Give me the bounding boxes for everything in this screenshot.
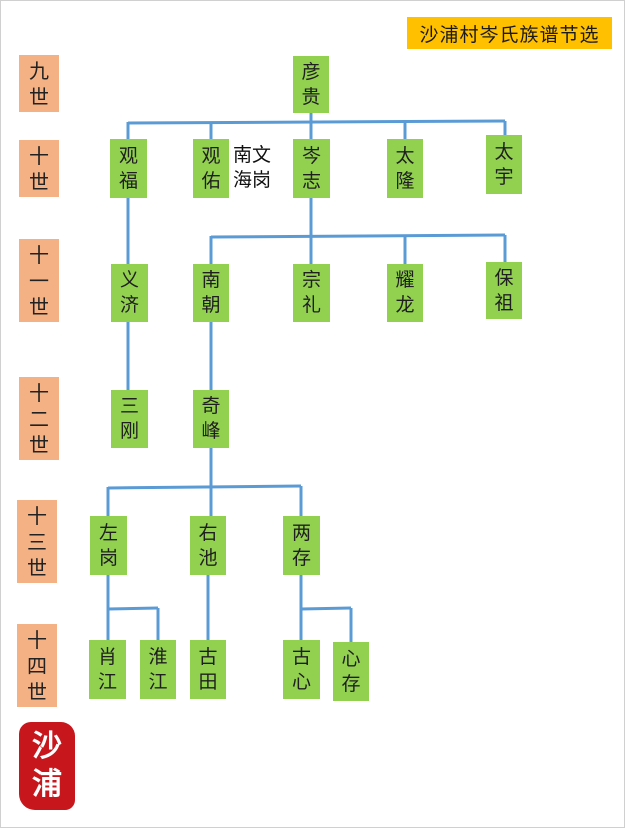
generation-label-11: 十一世 <box>19 239 59 322</box>
person-sangang: 三刚 <box>111 390 148 448</box>
person-xiaojiang: 肖江 <box>89 640 126 699</box>
annotation-nanhai-wengang: 南文海岗 <box>233 144 272 191</box>
generation-label-14: 十四世 <box>17 624 57 707</box>
person-yangui: 彦贵 <box>293 56 329 113</box>
person-baozu: 保祖 <box>486 262 522 319</box>
person-yiji: 义济 <box>111 264 148 322</box>
person-yaolong: 耀龙 <box>387 264 423 322</box>
person-huaijiang: 淮江 <box>140 640 176 699</box>
person-liangcun: 两存 <box>283 516 320 575</box>
person-tailong: 太隆 <box>387 139 423 198</box>
generation-label-10: 十世 <box>19 140 59 197</box>
person-guxin: 古心 <box>283 640 320 699</box>
person-guanfu: 观福 <box>110 139 147 198</box>
page-title: 沙浦村岑氏族谱节选 <box>407 17 612 49</box>
person-cenzhi: 岑志 <box>293 139 330 198</box>
person-gutian: 古田 <box>190 640 226 699</box>
seal-stamp: 沙浦 <box>19 722 75 810</box>
person-youchi: 右池 <box>190 516 226 575</box>
generation-label-9: 九世 <box>19 55 59 112</box>
person-qifeng: 奇峰 <box>193 390 229 448</box>
person-guanyou: 观佑 <box>193 139 229 198</box>
person-nanchao: 南朝 <box>193 264 229 322</box>
generation-label-12: 十二世 <box>19 377 59 460</box>
person-zuogang: 左岗 <box>90 516 127 575</box>
generation-label-13: 十三世 <box>17 500 57 583</box>
person-zongli: 宗礼 <box>293 264 330 322</box>
person-xincun: 心存 <box>333 642 369 701</box>
person-taiyu: 太宇 <box>486 135 522 194</box>
